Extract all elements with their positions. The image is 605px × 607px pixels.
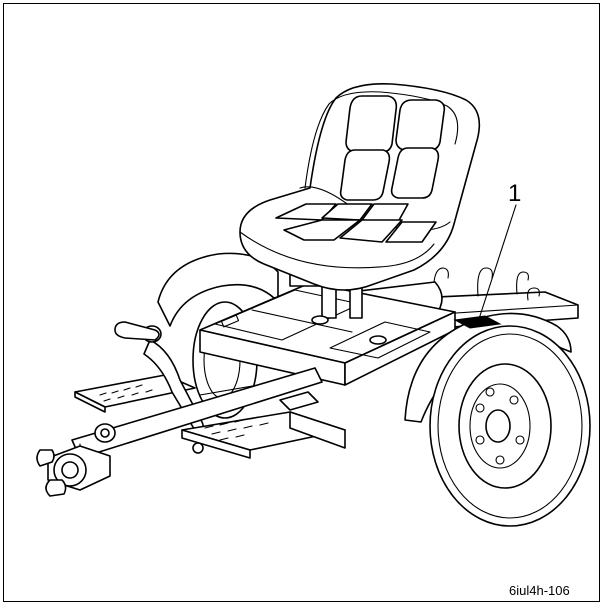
figure-code: 6iul4h-106 [509,583,570,598]
coupler-head [36,445,111,497]
right-wheel-assembly [404,312,591,527]
figure-frame [3,3,600,602]
callout-leader-line [477,204,517,323]
right-footrest [181,391,346,459]
callout-number: 1 [508,180,522,207]
seat [239,82,481,291]
